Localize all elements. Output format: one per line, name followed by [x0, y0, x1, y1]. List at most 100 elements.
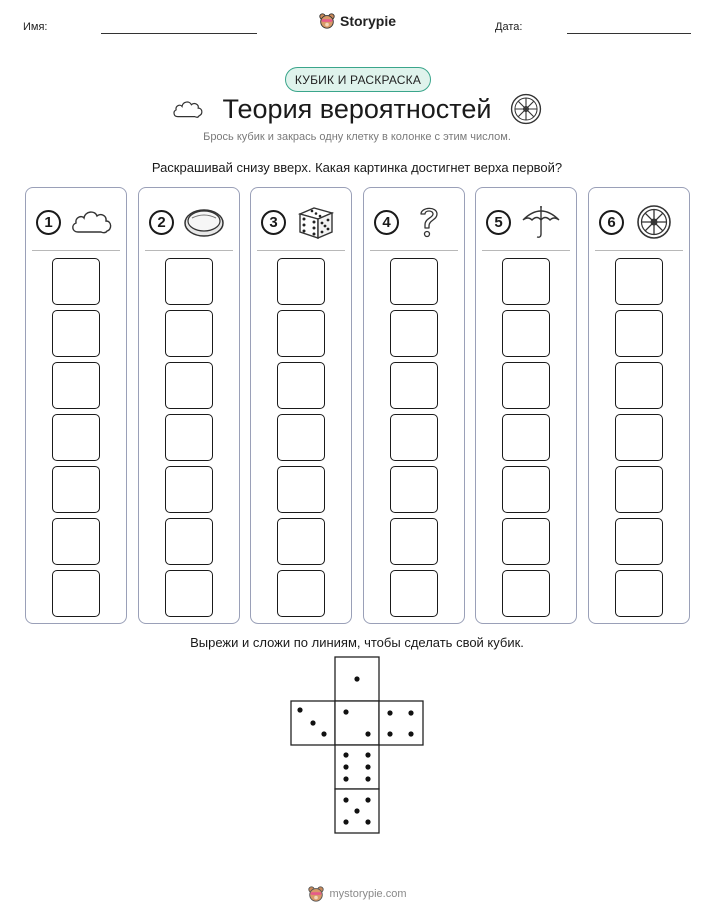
color-cell-5[interactable]: [165, 362, 213, 409]
column-6: 6: [588, 187, 690, 624]
pip: [343, 752, 349, 758]
color-cell-5[interactable]: [502, 362, 550, 409]
storypie-bear-icon: [319, 13, 335, 29]
pip: [297, 707, 303, 713]
column-header: 5: [486, 204, 570, 240]
color-cell-7[interactable]: [52, 258, 100, 305]
color-cell-1[interactable]: [502, 570, 550, 617]
color-cell-1[interactable]: [277, 570, 325, 617]
color-cell-5[interactable]: [52, 362, 100, 409]
pip: [343, 819, 349, 825]
name-line[interactable]: [101, 33, 257, 34]
pip: [387, 731, 393, 737]
color-cell-4[interactable]: [615, 414, 663, 461]
color-cell-6[interactable]: [615, 310, 663, 357]
column-number: 6: [599, 209, 624, 235]
die-face-bottom[interactable]: [334, 744, 380, 790]
brand-logo: Storypie: [0, 12, 714, 30]
color-cell-6[interactable]: [165, 310, 213, 357]
color-cell-2[interactable]: [165, 518, 213, 565]
die-face-right[interactable]: [378, 700, 424, 746]
pip: [321, 731, 327, 737]
date-line[interactable]: [567, 33, 691, 34]
color-cell-3[interactable]: [615, 466, 663, 513]
color-cell-3[interactable]: [277, 466, 325, 513]
pip: [343, 709, 349, 715]
column-header: 3: [261, 204, 345, 240]
pip: [343, 776, 349, 782]
color-cell-4[interactable]: [165, 414, 213, 461]
color-cell-2[interactable]: [390, 518, 438, 565]
cut-instruction: Вырежи и сложи по линиям, чтобы сделать …: [190, 635, 524, 650]
column-header: 2: [149, 204, 233, 240]
footer-url[interactable]: mystorypie.com: [329, 888, 407, 900]
color-cell-7[interactable]: [277, 258, 325, 305]
cloud-icon: [72, 211, 112, 234]
die-face-back[interactable]: [334, 788, 380, 834]
column-divider: [32, 250, 120, 251]
footer: mystorypie.com: [0, 885, 714, 903]
color-cell-4[interactable]: [52, 414, 100, 461]
color-cell-4[interactable]: [390, 414, 438, 461]
color-cell-3[interactable]: [165, 466, 213, 513]
pip: [408, 710, 414, 716]
column-divider: [595, 250, 683, 251]
color-cell-3[interactable]: [390, 466, 438, 513]
column-header: 1: [36, 204, 120, 240]
column-header: 6: [599, 204, 683, 240]
color-cell-2[interactable]: [277, 518, 325, 565]
wheel-icon: [637, 205, 671, 239]
pip: [343, 797, 349, 803]
pip: [365, 731, 371, 737]
pip: [365, 776, 371, 782]
color-cell-4[interactable]: [502, 414, 550, 461]
date-label: Дата:: [495, 21, 523, 33]
color-cell-6[interactable]: [277, 310, 325, 357]
column-divider: [145, 250, 233, 251]
color-cell-7[interactable]: [502, 258, 550, 305]
color-cell-7[interactable]: [165, 258, 213, 305]
color-cell-1[interactable]: [615, 570, 663, 617]
umbrella-icon: [522, 206, 560, 238]
storypie-bear-icon: [308, 886, 325, 902]
color-cell-2[interactable]: [52, 518, 100, 565]
color-cell-7[interactable]: [390, 258, 438, 305]
pip: [365, 797, 371, 803]
title-row: Теория вероятностей: [0, 92, 714, 126]
color-cell-6[interactable]: [502, 310, 550, 357]
color-cell-3[interactable]: [52, 466, 100, 513]
color-cell-2[interactable]: [615, 518, 663, 565]
color-cell-5[interactable]: [615, 362, 663, 409]
cloud-icon: [172, 101, 202, 118]
color-cell-7[interactable]: [615, 258, 663, 305]
pip: [365, 819, 371, 825]
color-cell-1[interactable]: [52, 570, 100, 617]
color-cell-4[interactable]: [277, 414, 325, 461]
column-number: 5: [486, 209, 511, 235]
pip: [354, 676, 360, 682]
column-5: 5: [475, 187, 577, 624]
coin-icon: [184, 209, 224, 237]
pip: [365, 752, 371, 758]
color-cell-3[interactable]: [502, 466, 550, 513]
color-cell-5[interactable]: [277, 362, 325, 409]
column-number: 4: [374, 209, 399, 235]
color-cell-5[interactable]: [390, 362, 438, 409]
color-cell-6[interactable]: [390, 310, 438, 357]
column-header: 4: [374, 204, 458, 240]
pip: [310, 720, 316, 726]
column-divider: [482, 250, 570, 251]
color-cell-2[interactable]: [502, 518, 550, 565]
pip: [343, 764, 349, 770]
dice-icon: [297, 207, 335, 240]
instruction: Раскрашивай снизу вверх. Какая картинка …: [151, 160, 563, 175]
color-cell-1[interactable]: [390, 570, 438, 617]
color-cell-1[interactable]: [165, 570, 213, 617]
column-2: 2: [138, 187, 240, 624]
column-divider: [370, 250, 458, 251]
pip: [408, 731, 414, 737]
category-badge: КУБИК И РАСКРАСКА: [285, 67, 431, 92]
die-face-front[interactable]: [334, 700, 380, 746]
color-cell-6[interactable]: [52, 310, 100, 357]
